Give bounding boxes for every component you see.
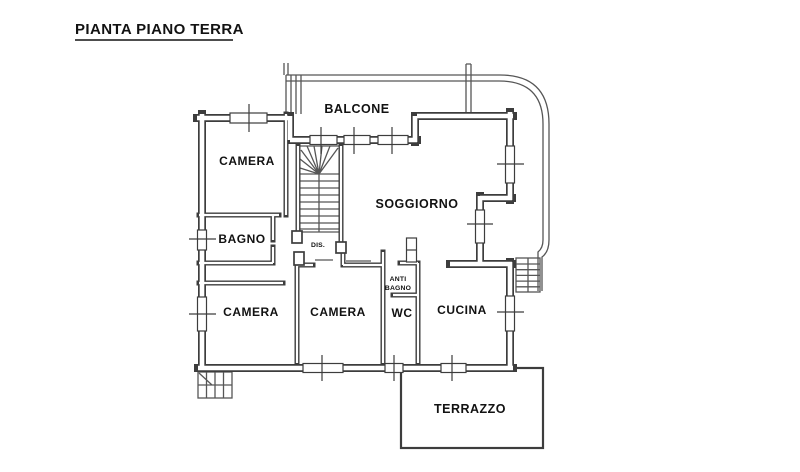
window	[189, 229, 216, 251]
room-label-antibagno-line1: ANTI	[390, 276, 407, 283]
room-label-antibagno-line2: BAGNO	[385, 285, 411, 292]
exterior-stair-southwest	[197, 371, 233, 399]
window	[309, 127, 338, 154]
page-title: PIANTA PIANO TERRA	[75, 21, 244, 38]
room-label-terrazzo: TERRAZZO	[434, 402, 506, 416]
labels: PIANTA PIANO TERRA BALCONE CAMERA SOGGIO…	[75, 21, 506, 416]
window	[497, 295, 524, 332]
room-label-balcone: BALCONE	[324, 102, 389, 116]
balcony-outline	[283, 63, 550, 291]
window	[440, 355, 467, 381]
room-label-bagno: BAGNO	[218, 232, 265, 246]
room-label-camera-ovest: CAMERA	[223, 305, 279, 319]
windows	[189, 104, 524, 381]
room-label-camera-centrale: CAMERA	[310, 305, 366, 319]
window	[467, 209, 493, 244]
door-jambs	[291, 230, 347, 266]
window	[497, 145, 524, 184]
window	[384, 355, 404, 381]
room-label-camera-nord: CAMERA	[219, 154, 275, 168]
room-label-disimpegno: DIS.	[311, 242, 325, 249]
window	[343, 127, 371, 154]
door-leaves	[315, 259, 371, 262]
window	[189, 296, 216, 332]
window	[302, 355, 344, 381]
exterior-stair-east	[515, 257, 541, 293]
room-label-wc: WC	[392, 306, 413, 320]
room-label-soggiorno: SOGGIORNO	[376, 197, 459, 211]
room-label-cucina: CUCINA	[437, 303, 487, 317]
window	[405, 237, 418, 263]
main-staircase	[298, 145, 341, 233]
window	[377, 127, 409, 154]
window	[229, 104, 268, 132]
